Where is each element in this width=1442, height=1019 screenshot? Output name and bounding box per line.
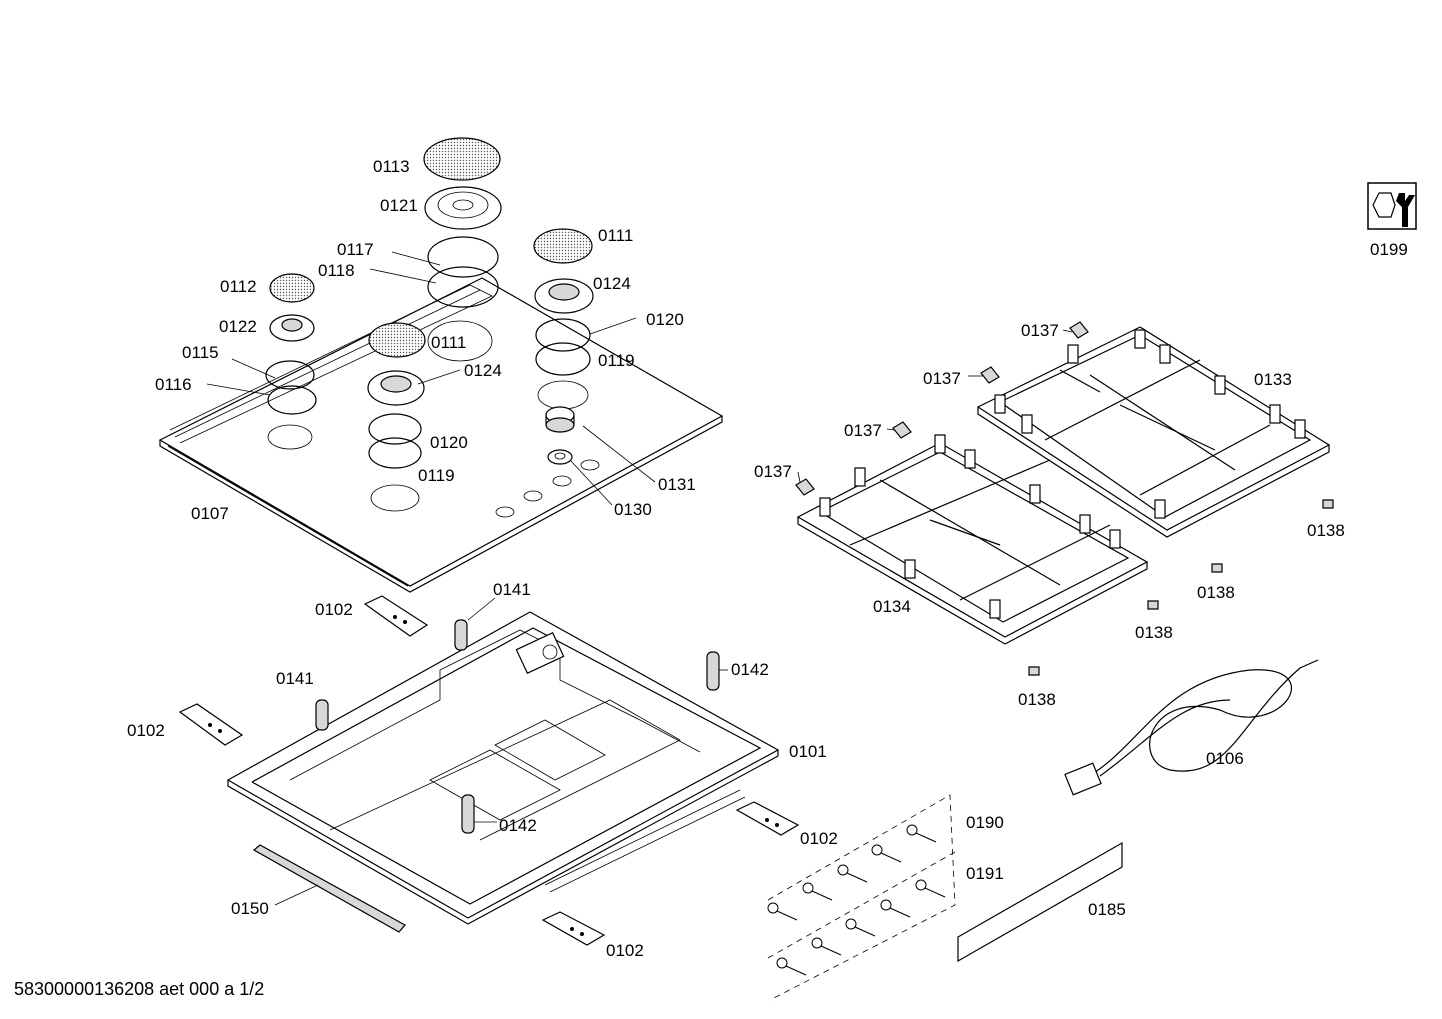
part-label-0121: 0121 xyxy=(380,196,418,215)
screw-kit xyxy=(767,794,956,1001)
part-label-0185: 0185 xyxy=(1088,900,1126,919)
burner-cap-small xyxy=(269,273,315,303)
seal-ring-0117 xyxy=(427,236,499,278)
burner-cap-large xyxy=(423,137,501,181)
seal-ring-0120-center xyxy=(368,413,422,445)
part-label-0113: 0113 xyxy=(373,157,410,176)
power-cable xyxy=(1064,659,1319,796)
part-label-0137-a: 0137 xyxy=(1021,321,1059,340)
part-number-labels: 0113 0121 0117 0118 0111 0112 0124 0122 … xyxy=(127,157,1408,960)
part-label-0142-b: 0142 xyxy=(499,816,537,835)
part-label-0138-b: 0138 xyxy=(1197,583,1235,602)
part-label-0120-center: 0120 xyxy=(430,433,468,452)
knob-ring xyxy=(547,449,573,465)
part-label-0107: 0107 xyxy=(191,504,229,523)
part-label-0102-a: 0102 xyxy=(315,600,353,619)
burner-spreader-medium-right xyxy=(534,278,594,314)
part-label-0191: 0191 xyxy=(966,864,1004,883)
control-knob xyxy=(545,406,575,433)
support-clips xyxy=(795,321,1089,496)
part-label-0138-d: 0138 xyxy=(1018,690,1056,709)
burner-cap-medium-right xyxy=(533,228,593,264)
seal-ring-0120-right xyxy=(535,318,591,352)
pan-support-left xyxy=(796,434,1149,645)
part-label-0112: 0112 xyxy=(220,277,257,296)
pan-support-right xyxy=(976,326,1331,538)
part-label-0102-b: 0102 xyxy=(127,721,165,740)
part-label-0115: 0115 xyxy=(182,343,219,362)
part-label-0138-a: 0138 xyxy=(1307,521,1345,540)
rating-label-strip xyxy=(957,841,1123,963)
part-label-0141-b: 0141 xyxy=(276,669,314,688)
part-label-0142-a: 0142 xyxy=(731,660,769,679)
part-label-0124-center: 0124 xyxy=(464,361,502,380)
document-id: 58300000136208 aet 000 a 1/2 xyxy=(14,979,265,999)
part-label-0141-a: 0141 xyxy=(493,580,531,599)
seal-ring-0119-center xyxy=(368,437,422,469)
burner-spreader-small xyxy=(269,314,315,342)
part-label-0119-center: 0119 xyxy=(418,466,455,485)
part-label-0131: 0131 xyxy=(658,475,696,494)
seal-ring-0116 xyxy=(267,385,317,415)
mounting-brackets xyxy=(178,595,800,946)
part-label-0130: 0130 xyxy=(614,500,652,519)
rubber-feet xyxy=(1028,499,1334,676)
part-label-0133: 0133 xyxy=(1254,370,1292,389)
part-label-0116: 0116 xyxy=(155,375,192,394)
part-label-0101: 0101 xyxy=(789,742,827,761)
base-tray xyxy=(226,611,780,925)
part-label-0119-right: 0119 xyxy=(598,351,635,370)
part-label-0122: 0122 xyxy=(219,317,257,336)
seal-ring-0119-right xyxy=(535,342,591,376)
part-label-0138-c: 0138 xyxy=(1135,623,1173,642)
part-label-0111-right: 0111 xyxy=(598,226,633,245)
part-label-0190: 0190 xyxy=(966,813,1004,832)
part-label-0118: 0118 xyxy=(318,261,355,280)
seal-ring-0118 xyxy=(427,266,499,308)
part-label-0134: 0134 xyxy=(873,597,911,616)
part-label-0199: 0199 xyxy=(1370,240,1408,259)
burner-spreader-large xyxy=(424,186,502,230)
part-label-0102-c: 0102 xyxy=(800,829,838,848)
part-label-0137-d: 0137 xyxy=(754,462,792,481)
wrench-tool-icon xyxy=(1367,182,1417,230)
part-label-0117: 0117 xyxy=(337,240,374,259)
burner-spreader-medium-center xyxy=(367,370,425,406)
part-label-0124-right: 0124 xyxy=(593,274,631,293)
burner-cap-medium-center xyxy=(368,322,426,358)
gasket-strip xyxy=(252,844,406,933)
part-label-0120-right: 0120 xyxy=(646,310,684,329)
seal-ring-0115 xyxy=(265,360,315,390)
part-label-0111-center: 0111 xyxy=(431,333,466,352)
part-label-0137-c: 0137 xyxy=(844,421,882,440)
adjustable-feet xyxy=(315,597,728,834)
part-label-0106: 0106 xyxy=(1206,749,1244,768)
part-label-0102-d: 0102 xyxy=(606,941,644,960)
part-label-0137-b: 0137 xyxy=(923,369,961,388)
leader-lines-burners xyxy=(206,251,656,506)
part-label-0150: 0150 xyxy=(231,899,269,918)
